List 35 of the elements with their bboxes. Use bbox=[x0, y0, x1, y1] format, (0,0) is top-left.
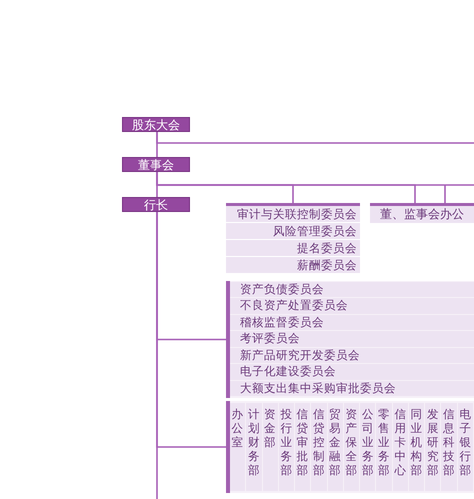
committee-cell: 风险管理委员会 bbox=[226, 223, 360, 239]
department-cell: 信息科技部 bbox=[441, 403, 457, 491]
committee-panel bbox=[226, 203, 360, 274]
department-cell: 同业机构部 bbox=[408, 403, 424, 491]
department-cell: 电子银行部 bbox=[458, 403, 473, 491]
department-cell: 计划财务部 bbox=[246, 403, 262, 491]
department-cell: 发展研究部 bbox=[425, 403, 440, 491]
committee-cell: 新产品研究开发委员会 bbox=[230, 348, 474, 364]
committee-cell: 大额支出集中采购审批委员会 bbox=[230, 380, 474, 396]
department-cell: 公司业务部 bbox=[360, 403, 376, 491]
committee-cell: 电子化建设委员会 bbox=[230, 364, 474, 380]
office-box: 董、监事会办公 bbox=[370, 203, 474, 223]
department-cell: 资金部 bbox=[262, 403, 278, 491]
department-cell: 零售业务部 bbox=[376, 403, 392, 491]
department-cell: 信贷审批部 bbox=[295, 403, 310, 491]
committee-cell: 审计与关联控制委员会 bbox=[226, 206, 360, 222]
org-box: 董事会 bbox=[122, 157, 190, 172]
connector-line bbox=[156, 171, 474, 204]
department-cell: 信贷控制部 bbox=[311, 403, 327, 491]
committee-cell: 考评委员会 bbox=[230, 331, 474, 347]
committee-panel bbox=[226, 281, 474, 398]
org-box: 股东大会 bbox=[122, 117, 190, 132]
department-cell: 投行业务部 bbox=[278, 403, 294, 491]
committee-cell: 稽核监督委员会 bbox=[230, 314, 474, 330]
department-cell: 资产保全部 bbox=[344, 403, 360, 491]
department-cell: 贸易金融部 bbox=[328, 403, 343, 491]
connector-line bbox=[156, 132, 474, 144]
department-cell: 办公室 bbox=[230, 403, 246, 491]
committee-cell: 不良资产处置委员会 bbox=[230, 298, 474, 314]
department-panel bbox=[226, 401, 474, 493]
committee-cell: 资产负债委员会 bbox=[230, 282, 474, 298]
committee-cell: 薪酬委员会 bbox=[226, 257, 360, 273]
org-box: 行长 bbox=[122, 197, 190, 212]
department-cell: 信用卡中心 bbox=[392, 403, 408, 491]
committee-cell: 提名委员会 bbox=[226, 240, 360, 256]
